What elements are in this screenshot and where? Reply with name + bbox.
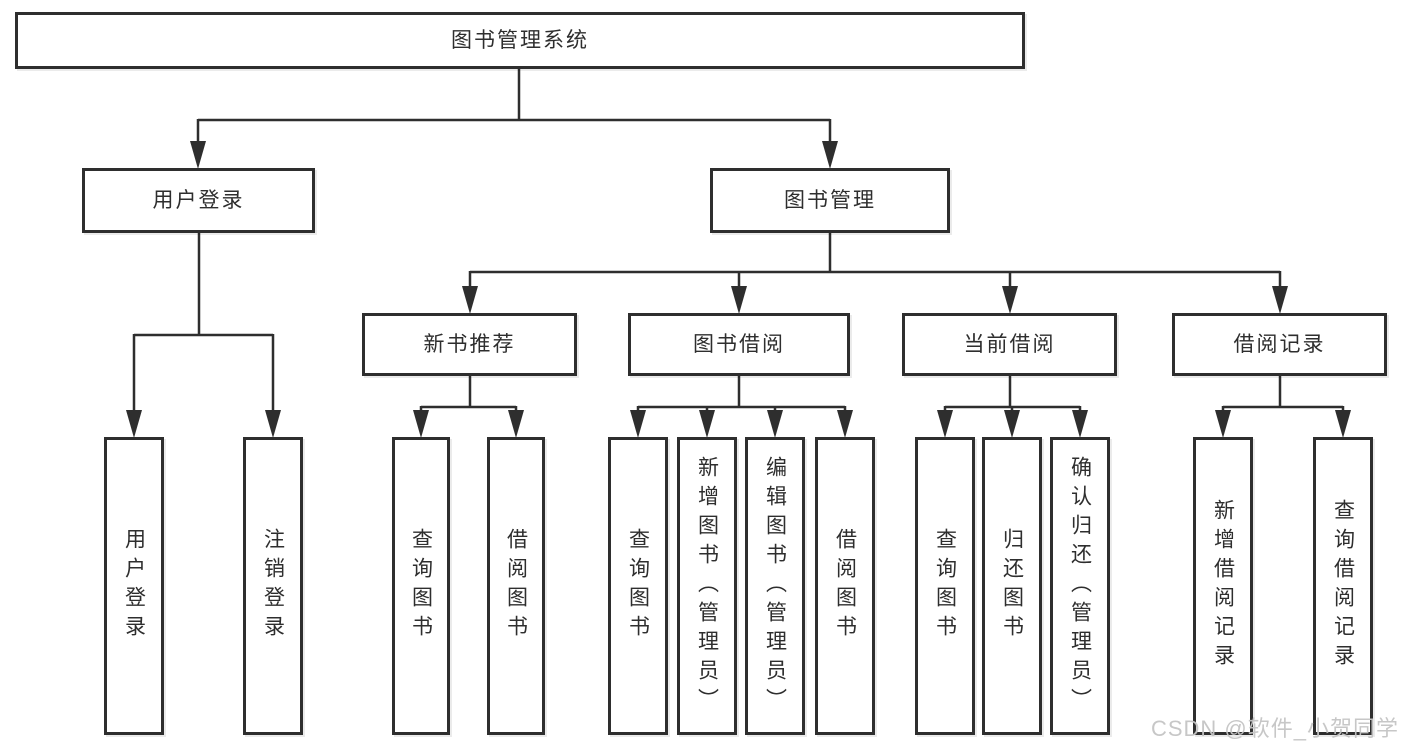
node-new-book-recommend: 新书推荐 xyxy=(362,313,577,376)
leaf-query-books-1: 查询图书 xyxy=(392,437,450,735)
node-book-borrow: 图书借阅 xyxy=(628,313,850,376)
leaf-add-borrow-record: 新增借阅记录 xyxy=(1193,437,1253,735)
leaf-query-books-3: 查询图书 xyxy=(915,437,975,735)
leaf-confirm-return-admin: 确认归还（管理员） xyxy=(1050,437,1110,735)
leaf-query-borrow-record: 查询借阅记录 xyxy=(1313,437,1373,735)
csdn-watermark: CSDN @软件_小贺同学 xyxy=(1150,716,1399,741)
leaf-logout: 注销登录 xyxy=(243,437,303,735)
node-user-login: 用户登录 xyxy=(82,168,315,233)
leaf-user-login: 用户登录 xyxy=(104,437,164,735)
node-root-library-system: 图书管理系统 xyxy=(15,12,1025,69)
leaf-edit-book-admin: 编辑图书（管理员） xyxy=(745,437,805,735)
node-current-borrow: 当前借阅 xyxy=(902,313,1117,376)
node-book-management: 图书管理 xyxy=(710,168,950,233)
node-borrow-records: 借阅记录 xyxy=(1172,313,1387,376)
leaf-borrow-books-2: 借阅图书 xyxy=(815,437,875,735)
leaf-return-book: 归还图书 xyxy=(982,437,1042,735)
leaf-add-book-admin: 新增图书（管理员） xyxy=(677,437,737,735)
leaf-query-books-2: 查询图书 xyxy=(608,437,668,735)
leaf-borrow-books-1: 借阅图书 xyxy=(487,437,545,735)
